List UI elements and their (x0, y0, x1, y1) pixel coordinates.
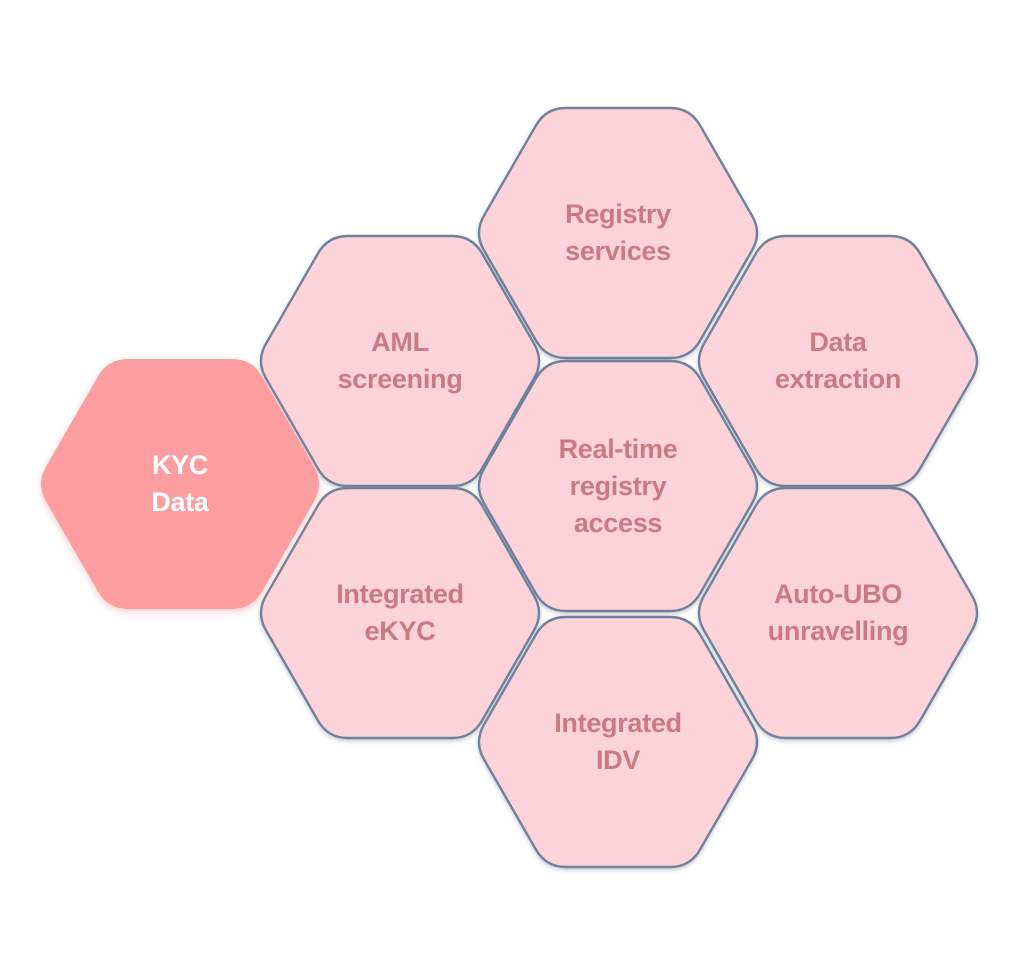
hexagon-label-kyc-data: KYC Data (151, 450, 209, 517)
hexagon-outline (477, 359, 759, 613)
hexagon-data-extraction: Data extraction (694, 234, 982, 488)
hexagon-shape (259, 234, 541, 488)
hexagon-shape (697, 486, 979, 740)
hexagon-label-integrated-idv: Integrated IDV (554, 708, 682, 775)
hexagon-real-time-registry-access: Real-time registry access (474, 359, 762, 613)
hexagon-label-registry-services: Registry services (565, 199, 671, 266)
hexagon-outline (697, 234, 979, 488)
hexagon-shape (477, 106, 759, 360)
hexagon-label-data-extraction: Data extraction (774, 327, 902, 394)
hexagon-integrated-ekyc: Integrated eKYC (256, 486, 544, 740)
hexagon-shape (477, 359, 759, 613)
hexagon-outline (697, 486, 979, 740)
hexagon-integrated-idv: Integrated IDV (474, 615, 762, 869)
hexagon-shape (697, 234, 979, 488)
hexagon-registry-services: Registry services (474, 106, 762, 360)
hexagon-aml-screening: AML screening (256, 234, 544, 488)
hexagon-label-auto-ubo-unravelling: Auto-UBO unravelling (767, 579, 909, 646)
hexagon-outline (259, 486, 541, 740)
hexagon-label-aml-screening: AML screening (337, 327, 463, 394)
hexagon-outline (477, 615, 759, 869)
hexagon-label-real-time-registry-access: Real-time registry access (558, 433, 678, 538)
hexagon-shape (259, 486, 541, 740)
hexagon-kyc-data: KYC Data (36, 359, 324, 609)
hexagon-outline (40, 359, 320, 609)
hexagon-shape (40, 359, 320, 609)
hexagon-outline (477, 106, 759, 360)
hexagon-shape (477, 615, 759, 869)
hexagon-label-integrated-ekyc: Integrated eKYC (336, 579, 464, 646)
hexagon-outline (259, 234, 541, 488)
hexagon-auto-ubo-unravelling: Auto-UBO unravelling (694, 486, 982, 740)
